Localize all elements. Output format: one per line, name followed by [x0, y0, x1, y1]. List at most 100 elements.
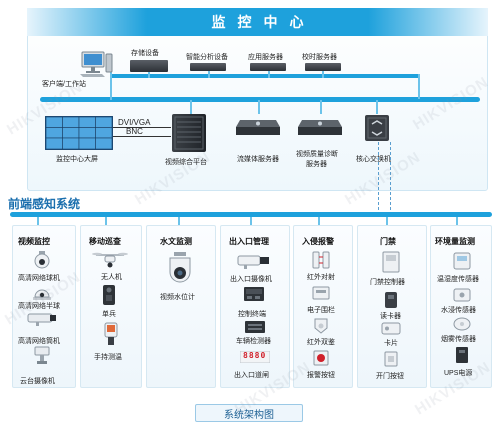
connector: [386, 217, 388, 226]
video-item-4-label: 云台摄像机: [20, 378, 55, 385]
connector: [178, 217, 180, 226]
dual-tech-detector-icon: [314, 318, 328, 339]
hydro-item-1-label: 视频水位计: [160, 294, 195, 301]
video-platform-label: 视频综合平台: [165, 159, 207, 166]
video-wall-label: 监控中心大屏: [56, 156, 98, 163]
signal-line: [113, 136, 171, 137]
thermal-handheld-icon: [104, 322, 118, 351]
diagnosis-server-label-2: 服务器: [306, 161, 327, 168]
connector: [105, 217, 107, 226]
video-subsystem-title: 视频监控: [18, 237, 50, 246]
vehicle-detector-icon: [244, 320, 266, 339]
gate-display: 8880: [243, 351, 267, 360]
water-leak-sensor-icon: [453, 288, 471, 307]
connector: [190, 100, 192, 114]
env-item-4-label: UPS电源: [444, 370, 473, 377]
intrusion-item-4-label: 报警按钮: [307, 372, 335, 379]
control-terminal-icon: [243, 286, 265, 307]
analysis-device-icon: [190, 63, 226, 71]
intrusion-subsystem-title: 入侵报警: [302, 237, 334, 246]
connector: [37, 217, 39, 226]
access-item-4-label: 开门按钮: [376, 373, 404, 380]
connector: [456, 217, 458, 226]
video-item-1-label: 高清网络球机: [18, 275, 60, 282]
mobile-item-2-label: 单兵: [102, 311, 116, 318]
analysis-label: 智能分析设备: [186, 54, 228, 61]
workstation-icon: [80, 50, 114, 78]
alarm-button-icon: [313, 350, 329, 371]
intrusion-item-3-label: 红外双鉴: [307, 339, 335, 346]
ups-icon: [455, 346, 469, 369]
temp-humidity-sensor-icon: [453, 252, 471, 275]
env-subsystem-title: 环境量监测: [435, 237, 475, 246]
exit-button-icon: [384, 351, 398, 372]
mobile-subsystem-box: [80, 225, 142, 388]
stream-server-label: 流媒体服务器: [237, 156, 279, 163]
gate-item-3-label: 车辆检测器: [236, 338, 271, 345]
time-server-label: 校时服务器: [302, 54, 337, 61]
mobile-item-3-label: 手持测温: [94, 354, 122, 361]
dvi-vga-label: DVI/VGA: [118, 118, 151, 127]
hydro-subsystem-title: 水文监测: [160, 237, 192, 246]
frontend-bus: [10, 212, 492, 217]
core-switch-icon: [364, 114, 390, 142]
monitoring-center-title: 监控中心: [27, 8, 488, 36]
drone-icon: [92, 251, 128, 274]
connector: [318, 217, 320, 226]
stream-server-icon: [236, 118, 280, 136]
connector: [418, 74, 420, 99]
connector: [258, 100, 260, 114]
server-bus-top: [110, 74, 420, 78]
video-wall-icon: [45, 116, 113, 150]
access-controller-icon: [382, 251, 400, 278]
connector: [376, 100, 378, 114]
signal-line: [113, 127, 171, 128]
diagram-caption: 系统架构图: [195, 404, 303, 422]
video-item-3-label: 高清网络筒机: [18, 338, 60, 345]
gate-subsystem-title: 出入口管理: [229, 237, 269, 246]
infrared-beam-icon: [311, 251, 331, 274]
connector: [320, 100, 322, 114]
gate-item-1-label: 出入口摄像机: [230, 276, 272, 283]
connector: [322, 70, 324, 78]
diagnosis-server-icon: [298, 118, 342, 136]
hydro-subsystem-box: [146, 225, 216, 388]
app-server-label: 应用服务器: [248, 54, 283, 61]
client-label: 客户端/工作站: [42, 81, 86, 88]
dome-camera-icon: [34, 251, 50, 274]
connector: [110, 72, 112, 100]
env-item-2-label: 水浸传感器: [441, 307, 476, 314]
half-dome-camera-icon: [33, 288, 51, 306]
access-subsystem-title: 门禁: [380, 237, 396, 246]
bullet-camera-icon: [26, 312, 58, 331]
card-reader-icon: [384, 291, 398, 314]
gate-item-4-label: 出入口道闸: [234, 372, 269, 379]
intrusion-item-1-label: 红外对射: [307, 274, 335, 281]
env-item-3-label: 烟雾传感器: [441, 336, 476, 343]
access-item-3-label: 卡片: [384, 340, 398, 347]
uplink-line: [378, 142, 379, 210]
body-camera-icon: [102, 284, 116, 311]
access-item-2-label: 读卡器: [380, 313, 401, 320]
mobile-item-1-label: 无人机: [101, 274, 122, 281]
ptz-camera-icon: [33, 345, 51, 370]
smoke-sensor-icon: [453, 317, 471, 336]
center-bus-main: [40, 97, 480, 102]
storage-device-icon: [130, 60, 168, 72]
uplink-line: [390, 142, 391, 210]
env-item-1-label: 温湿度传感器: [437, 276, 479, 283]
frontend-section-title: 前端感知系统: [8, 197, 81, 211]
connector: [208, 70, 210, 78]
gate-camera-icon: [236, 253, 272, 274]
connector: [250, 217, 252, 226]
app-server-icon: [250, 63, 286, 71]
video-item-2-label: 高清网络半球: [18, 303, 60, 310]
connector: [148, 70, 150, 78]
water-level-camera-icon: [167, 252, 193, 291]
video-platform-icon: [172, 114, 206, 152]
gate-item-2-label: 控制终端: [238, 311, 266, 318]
electric-fence-icon: [312, 286, 330, 305]
mobile-subsystem-title: 移动巡查: [89, 237, 121, 246]
intrusion-item-2-label: 电子围栏: [307, 307, 335, 314]
diagnosis-server-label-1: 视频质量诊断: [296, 151, 338, 158]
